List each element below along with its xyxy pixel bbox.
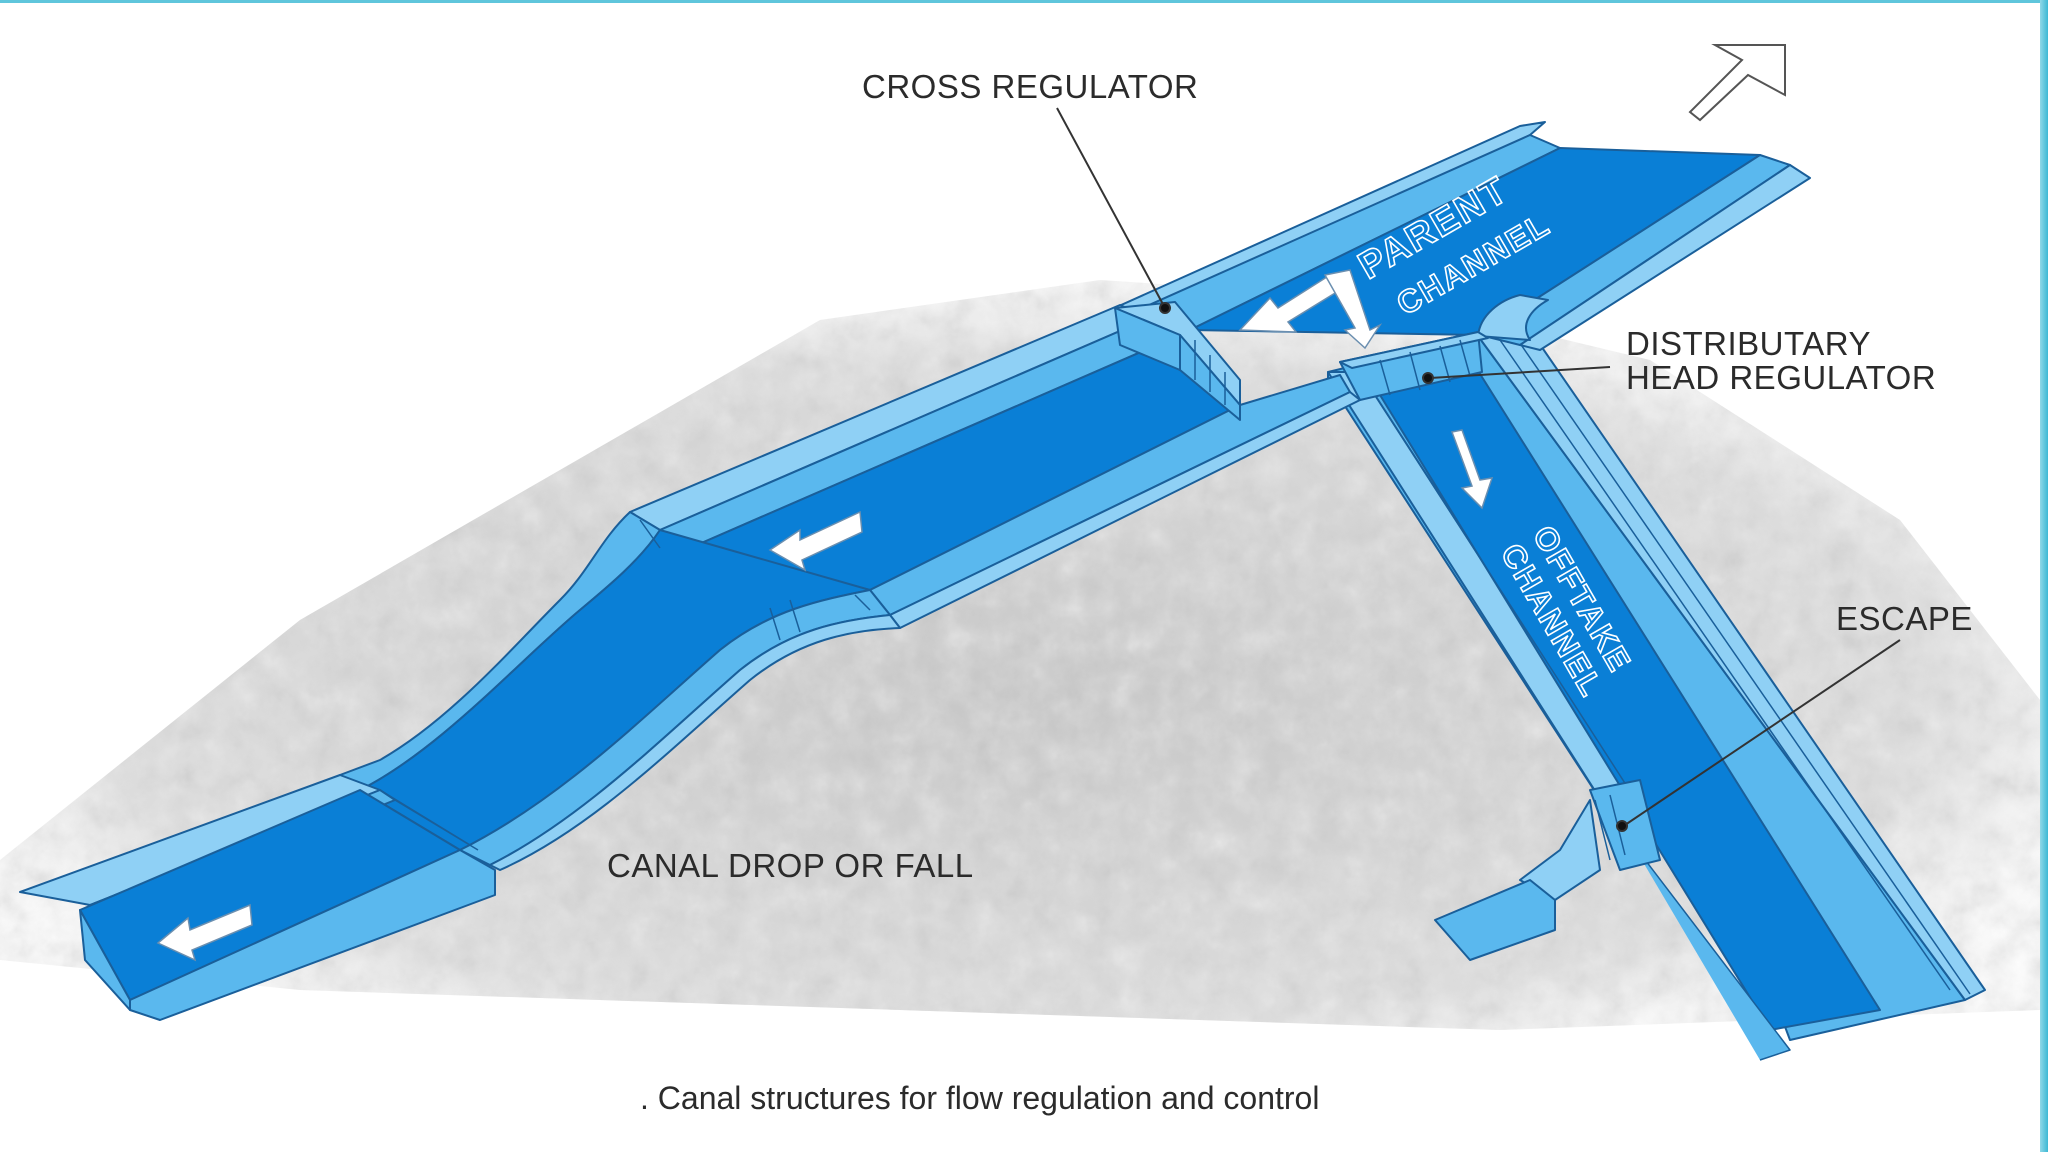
offtake-channel: [1327, 329, 1986, 1061]
distributary-head-regulator-label-line2: HEAD REGULATOR: [1626, 359, 1937, 396]
flow-arrow-down-icon: [1323, 269, 1383, 350]
right-accent-border: [2040, 0, 2048, 1152]
cross-regulator-label: CROSS REGULATOR: [862, 68, 1199, 105]
cross-regulator-structure: [1114, 301, 1241, 421]
offtake-flow-arrow-icon: [1450, 429, 1494, 510]
inflow-arrow-icon: [1688, 44, 1786, 122]
callout-leaders: [1056, 107, 1901, 832]
lower-flow-arrow-icon: [156, 903, 253, 962]
figure-caption: . Canal structures for flow regulation a…: [640, 1080, 1320, 1116]
top-accent-border: [0, 0, 2048, 3]
downstream-flow-arrow-icon: [768, 510, 863, 572]
escape-label: ESCAPE: [1836, 600, 1973, 637]
canal-drop-label: CANAL DROP OR FALL: [607, 847, 974, 884]
flow-arrows: [156, 44, 1786, 962]
parent-channel-downstream: [19, 304, 1361, 1021]
distributary-head-regulator-structure: [1339, 331, 1489, 401]
distributary-head-regulator-label-line1: DISTRIBUTARY: [1626, 325, 1871, 362]
